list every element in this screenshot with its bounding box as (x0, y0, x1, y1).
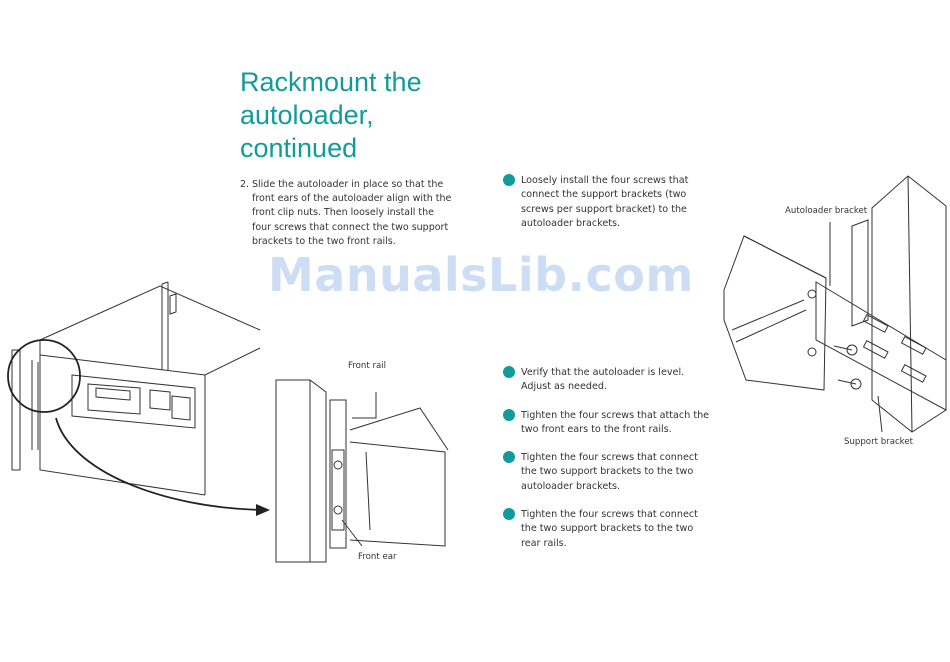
bracket-illustration (723, 175, 947, 433)
bullet-item: Tighten the four screws that connect the… (503, 508, 711, 551)
bullet-item: Verify that the autoloader is level. Adj… (503, 366, 711, 395)
bullet-dot-icon (503, 451, 515, 463)
title-line-3: continued (240, 133, 358, 163)
bullet-item: Tighten the four screws that connect the… (503, 451, 711, 494)
step-2: 2. Slide the autoloader in place so that… (240, 178, 455, 249)
bullet-text: Tighten the four screws that connect the… (521, 509, 698, 549)
bullet-item: Loosely install the four screws that con… (503, 174, 711, 232)
bullet-dot-icon (503, 174, 515, 186)
support-bracket-label: Support bracket (844, 437, 914, 447)
title-line-1: Rackmount the (240, 67, 422, 97)
bullet-text: Loosely install the four screws that con… (521, 175, 689, 230)
watermark: ManualsLib.com (268, 248, 694, 302)
bullet-dot-icon (503, 508, 515, 520)
bullet-item: Tighten the four screws that attach the … (503, 409, 716, 438)
bullet-dot-icon (503, 366, 515, 378)
bullet-text: Tighten the four screws that connect the… (521, 452, 698, 492)
front-ear-label: Front ear (358, 552, 397, 562)
page-title: Rackmount the autoloader, continued (240, 66, 540, 165)
bullet-text: Tighten the four screws that attach the … (521, 410, 710, 436)
step-number: 2. (240, 179, 250, 190)
autoloader-rack-illustration (7, 281, 270, 516)
bullet-dot-icon (503, 409, 515, 421)
autoloader-bracket-label: Autoloader bracket (785, 206, 868, 216)
front-ear-illustration (275, 379, 449, 563)
bullet-text: Verify that the autoloader is level. Adj… (521, 367, 685, 393)
front-rail-label: Front rail (348, 361, 387, 371)
step-text: Slide the autoloader in place so that th… (252, 179, 452, 247)
title-line-2: autoloader, (240, 100, 374, 130)
